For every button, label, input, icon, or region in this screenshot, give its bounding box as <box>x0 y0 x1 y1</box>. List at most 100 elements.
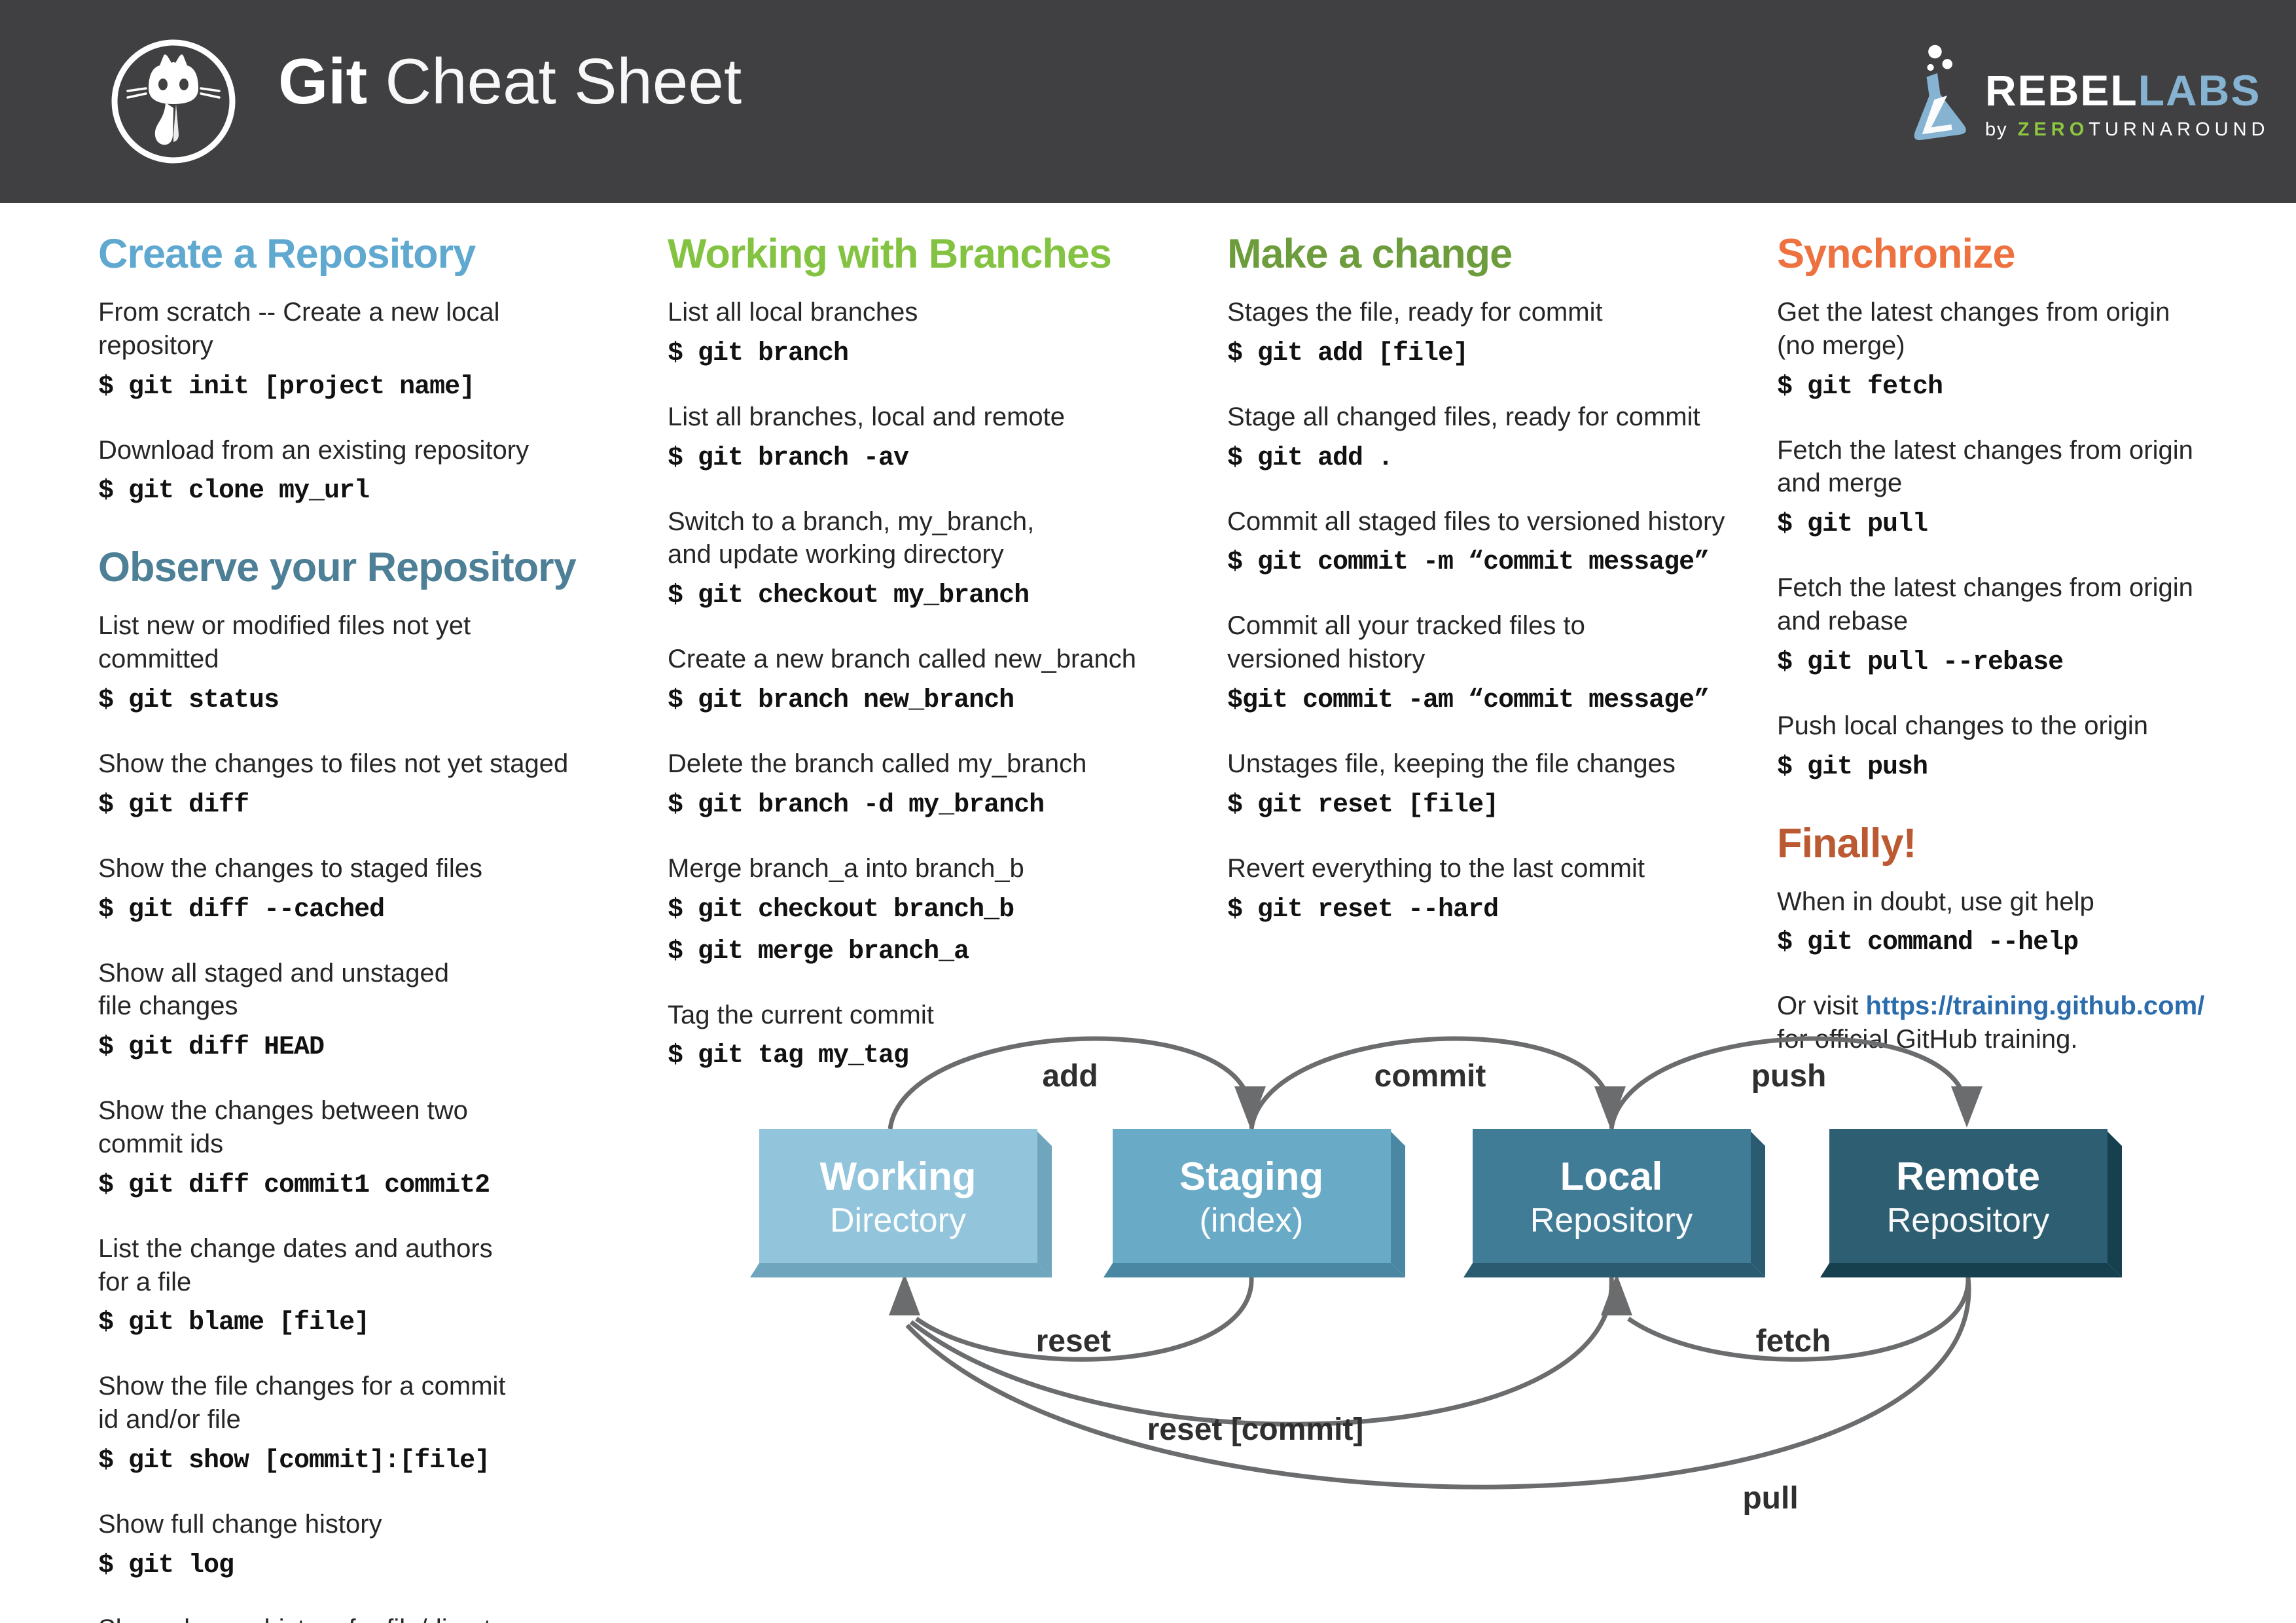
command-item: Or visit https://training.github.com/for… <box>1777 990 2235 1056</box>
command-item: List the change dates and authors for a … <box>98 1232 586 1341</box>
command-item: Switch to a branch, my_branch, and updat… <box>668 505 1172 614</box>
command-item: Create a new branch called new_branch$ g… <box>668 643 1172 718</box>
command-item: Stage all changed files, ready for commi… <box>1227 401 1744 476</box>
command-code: $ git tag my_tag <box>668 1041 909 1071</box>
rebellabs-wordmark: REBELLABS by ZEROTURNAROUND <box>1985 65 2269 141</box>
command-code: $ git show [commit]:[file] <box>98 1446 490 1476</box>
command-description: Show all staged and unstaged file change… <box>98 958 449 1021</box>
command-item: Show the changes to staged files$ git di… <box>98 852 586 927</box>
command-code: $ git status <box>98 685 279 715</box>
box-remote-title: Remote <box>1896 1154 2040 1198</box>
command-code: $ git branch <box>668 338 849 368</box>
command-code: $ git log <box>98 1550 234 1580</box>
label-push: push <box>1751 1059 1827 1094</box>
command-code: $ git reset --hard <box>1227 895 1499 925</box>
page-title-cheatsheet: Cheat Sheet <box>385 45 742 117</box>
command-code: $ git diff commit1 commit2 <box>98 1170 490 1200</box>
brand-zero: ZERO <box>2017 119 2089 140</box>
label-fetch: fetch <box>1756 1324 1831 1359</box>
command-description: Push local changes to the origin <box>1777 711 2149 740</box>
command-item: When in doubt, use git help $ git command… <box>1777 885 2235 961</box>
command-code: $ git commit -m “commit message” <box>1227 548 1710 578</box>
command-code: $ git checkout my_branch <box>668 581 1030 611</box>
arrow-commit <box>1249 1036 1608 1130</box>
box-remote-repository: Remote Repository <box>1820 1129 2122 1277</box>
command-item: List new or modified files not yet commi… <box>98 609 586 718</box>
command-description: Show the file changes for a commit id an… <box>98 1372 506 1435</box>
arrow-pull <box>905 1277 1971 1489</box>
command-code: $ git checkout branch_b <box>668 895 1014 925</box>
command-description: Show change history for file/directory i… <box>98 1613 586 1623</box>
command-item: Stages the file, ready for commit$ git a… <box>1227 296 1744 371</box>
command-code: $ git branch -d my_branch <box>668 790 1045 820</box>
command-code: $ git clone my_url <box>98 476 370 507</box>
command-code: $ git add . <box>1227 443 1393 473</box>
rebellabs-logo: REBELLABS by ZEROTURNAROUND <box>1901 31 2265 175</box>
command-item: Merge branch_a into branch_b$ git checko… <box>668 852 1172 969</box>
command-item: List all branches, local and remote$ git… <box>668 401 1172 476</box>
command-description: Stage all changed files, ready for commi… <box>1227 402 1700 431</box>
box-local-subtitle: Repository <box>1530 1202 1693 1240</box>
arrowhead-into-local <box>1601 1274 1632 1315</box>
command-description: Create a new branch called new_branch <box>668 645 1136 674</box>
git-flow-diagram: Working Directory Staging (index) Local … <box>694 988 2219 1610</box>
command-code: $git commit -am “commit message” <box>1227 685 1710 715</box>
box-staging-title: Staging <box>1179 1154 1323 1198</box>
github-octocat-icon <box>108 36 239 167</box>
arrowhead-push <box>1951 1086 1982 1128</box>
command-description: When in doubt, use git help <box>1777 887 2094 916</box>
box-local-title: Local <box>1560 1154 1663 1198</box>
command-description: List the change dates and authors for a … <box>98 1234 493 1296</box>
command-code: $ git diff HEAD <box>98 1033 325 1063</box>
command-description: Show the changes between two commit ids <box>98 1096 468 1158</box>
arrowhead-into-working <box>889 1274 920 1315</box>
section-heading-create: Create a Repository <box>98 231 476 277</box>
box-working-title: Working <box>820 1154 977 1198</box>
command-item: List all local branches$ git branch <box>668 296 1172 371</box>
command-code: $ git command --help <box>1777 928 2079 958</box>
command-description: Delete the branch called my_branch <box>668 749 1087 778</box>
diagram-arrow-labels: add commit push reset fetch reset [commi… <box>1036 1059 1831 1516</box>
command-item: Show the changes to files not yet staged… <box>98 747 586 823</box>
label-commit: commit <box>1374 1059 1486 1094</box>
box-remote-subtitle: Repository <box>1887 1202 2050 1240</box>
arrow-reset-commit <box>909 1277 1614 1427</box>
command-code: $ git init [project name] <box>98 372 475 402</box>
section-heading-observe: Observe your Repository <box>98 544 577 591</box>
command-item: Commit all your tracked files to version… <box>1227 609 1744 718</box>
command-description: Get the latest changes from origin (no m… <box>1777 298 2170 360</box>
command-description: Unstages file, keeping the file changes <box>1227 749 1676 778</box>
arrow-push <box>1609 1036 1965 1130</box>
brand-turnaround: TURNAROUND <box>2089 119 2270 140</box>
box-working-directory: Working Directory <box>750 1129 1052 1277</box>
header-bar: Git Cheat Sheet REBELLABS by ZERO <box>0 0 2296 203</box>
page-title-git: Git <box>278 45 368 117</box>
command-description: List all branches, local and remote <box>668 402 1065 431</box>
command-description: Show the changes to staged files <box>98 853 483 883</box>
command-code: $ git pull <box>1777 510 1928 540</box>
flask-icon <box>1901 37 1980 161</box>
command-item: Delete the branch called my_branch $ git … <box>668 747 1172 823</box>
brand-rebel: REBEL <box>1985 66 2138 115</box>
command-code: $ git fetch <box>1777 372 1943 402</box>
command-item: Commit all staged files to versioned his… <box>1227 505 1744 580</box>
brand-by: by <box>1985 119 2008 140</box>
github-training-link[interactable]: https://training.github.com/ <box>1865 991 2205 1021</box>
command-code: $ git diff <box>98 790 249 820</box>
command-code: $ git reset [file] <box>1227 790 1499 820</box>
label-reset: reset <box>1036 1324 1111 1359</box>
box-local-repository: Local Repository <box>1463 1129 1765 1277</box>
arrow-reset <box>914 1277 1254 1362</box>
arrowhead-add <box>1234 1086 1266 1128</box>
command-code: $ git pull --rebase <box>1777 647 2064 677</box>
page-title: Git Cheat Sheet <box>278 45 742 118</box>
command-code: $ git blame [file] <box>98 1308 370 1338</box>
command-item: Show the file changes for a commit id an… <box>98 1370 586 1478</box>
command-item: Revert everything to the last commit$ gi… <box>1227 852 1744 927</box>
section-heading-finally: Finally! <box>1777 820 1917 866</box>
